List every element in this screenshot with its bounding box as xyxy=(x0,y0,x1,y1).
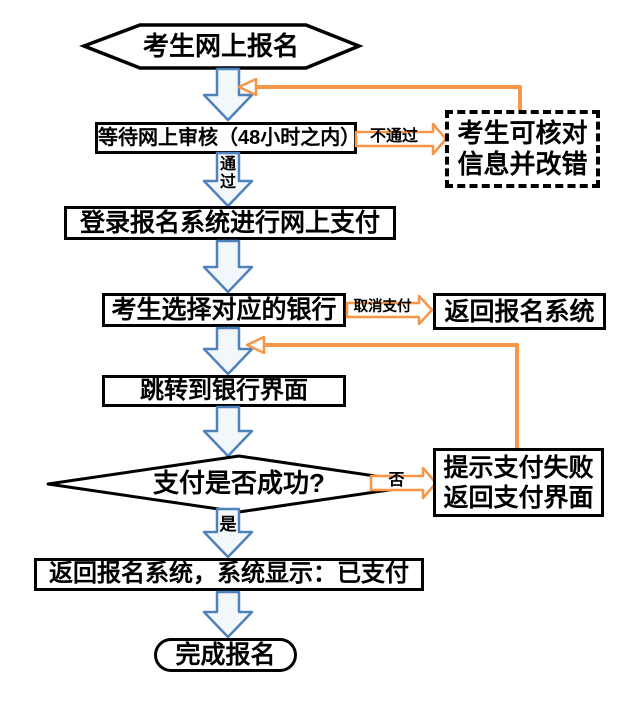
check-line2: 信息并改错 xyxy=(457,149,588,179)
finish-label: 完成报名 xyxy=(175,641,276,669)
connector2-arrowhead-icon xyxy=(245,335,266,355)
pass-label: 通过 xyxy=(219,155,236,191)
decision-label: 支付是否成功? xyxy=(153,468,325,499)
start-hexagon-shape xyxy=(79,23,364,70)
cancel-pay-label: 取消支付 xyxy=(353,299,412,316)
fail-node: 提示支付失败 返回支付界面 xyxy=(433,448,604,517)
check-line1: 考生可核对 xyxy=(457,117,588,148)
connector-check-to-arrow1 xyxy=(237,77,522,110)
finish-node: 完成报名 xyxy=(154,638,297,672)
arrow-bank-to-jump xyxy=(202,326,254,376)
start-node: 考生网上报名 xyxy=(82,23,360,70)
arrow-login-to-bank xyxy=(202,239,254,294)
select-bank-label: 考生选择对应的银行 xyxy=(111,296,337,324)
paid-label: 返回报名系统，系统显示：已支付 xyxy=(49,560,409,588)
review-node: 等待网上审核（48小时之内） xyxy=(95,122,361,154)
return-system-label: 返回报名系统 xyxy=(444,297,595,326)
paid-node: 返回报名系统，系统显示：已支付 xyxy=(34,558,424,591)
no-arrow-shape xyxy=(369,466,438,500)
arrow-start-to-review xyxy=(202,67,254,122)
connector1-arrowhead-icon xyxy=(237,77,258,97)
jump-bank-node: 跳转到银行界面 xyxy=(102,375,346,407)
yes-label: 是 xyxy=(219,515,237,535)
cancel-pay-arrow-shape xyxy=(345,294,434,326)
login-label: 登录报名系统进行网上支付 xyxy=(79,209,380,237)
fail-line2: 返回支付界面 xyxy=(443,483,594,512)
return-system-node: 返回报名系统 xyxy=(433,293,606,330)
select-bank-node: 考生选择对应的银行 xyxy=(102,293,346,327)
arrow-paid-to-finish xyxy=(202,590,254,639)
decision-node: 支付是否成功? xyxy=(46,454,432,514)
check-node: 考生可核对 信息并改错 xyxy=(445,110,600,188)
not-pass-arrow-shape xyxy=(354,122,448,156)
arrow-decision-to-paid xyxy=(202,507,254,559)
review-label: 等待网上审核（48小时之内） xyxy=(98,127,361,149)
arrow-jump-to-decision xyxy=(202,405,254,458)
not-pass-label: 不通过 xyxy=(369,127,418,145)
no-label: 否 xyxy=(388,471,405,489)
arrow-review-to-login xyxy=(202,151,254,208)
login-node: 登录报名系统进行网上支付 xyxy=(64,206,396,240)
start-label: 考生网上报名 xyxy=(142,30,299,61)
jump-bank-label: 跳转到银行界面 xyxy=(140,376,308,404)
fail-line1: 提示支付失败 xyxy=(443,453,594,482)
connector-fail-to-arrow4 xyxy=(245,335,519,448)
